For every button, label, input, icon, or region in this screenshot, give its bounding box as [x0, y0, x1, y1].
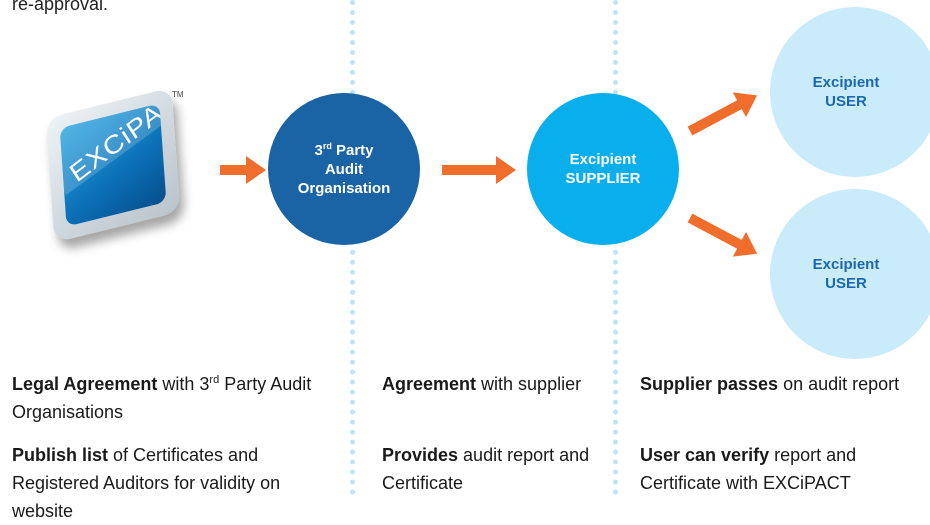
- user1-line1: Excipient: [812, 74, 880, 91]
- user2-line2: USER: [825, 275, 867, 292]
- supplier-line2: SUPPLIER: [565, 170, 641, 187]
- excipient-user-label-1: Excipient USER: [813, 73, 880, 111]
- organisation-word: Organisation: [297, 179, 391, 197]
- left-p2-text: of Certificates and Registered Auditors …: [12, 445, 281, 521]
- middle-column-paragraph-1: Agreement with supplier: [382, 370, 582, 398]
- user2-line1: Excipient: [812, 256, 880, 273]
- arrow-supplier-to-user1: [687, 99, 744, 136]
- excipient-user-node-2: Excipient USER: [770, 189, 930, 359]
- arrow-audit-to-supplier: [442, 156, 516, 184]
- audit-word: Audit: [324, 160, 364, 178]
- right-p1-text: on audit report: [778, 374, 900, 394]
- right-p1-bold: Supplier passes: [640, 374, 779, 394]
- excipient-user-label-2: Excipient USER: [813, 255, 880, 293]
- middle-p2-bold: Provides: [382, 445, 459, 465]
- left-p1-bold: Legal Agreement: [12, 374, 158, 394]
- audit-party-word: Party: [335, 141, 374, 159]
- middle-column-paragraph-2: Provides audit report and Certificate: [382, 441, 597, 497]
- right-column-paragraph-1: Supplier passes on audit report: [640, 370, 900, 398]
- right-column-paragraph-2: User can verify report and Certificate w…: [640, 441, 920, 497]
- user1-line2: USER: [825, 93, 867, 110]
- excipient-supplier-label: Excipient SUPPLIER: [565, 150, 640, 188]
- column-separator-left: [350, 0, 355, 495]
- arrow-logo-to-audit: [220, 156, 266, 184]
- middle-p2-text: audit report and Certificate: [382, 445, 590, 493]
- intro-text-fragment: re-approval.: [12, 0, 109, 14]
- left-column-paragraph-1: Legal Agreement with 3rd Party Audit Org…: [12, 370, 332, 426]
- logo-inner-panel: EXCiPACT: [59, 103, 167, 227]
- excipact-logo: EXCiPACT TM: [30, 87, 200, 243]
- middle-p1-bold: Agreement: [382, 374, 477, 394]
- left-p1-text-b: Party Audit Organisations: [12, 374, 312, 422]
- audit-organisation-node: 3rd Party Audit Organisation: [268, 93, 420, 245]
- trademark-mark: TM: [172, 90, 184, 99]
- audit-ordinal-suffix: rd: [322, 140, 332, 151]
- right-p2-bold: User can verify: [640, 445, 770, 465]
- column-separator-right: [613, 0, 618, 495]
- excipient-supplier-node: Excipient SUPPLIER: [527, 93, 679, 245]
- left-p1-sup: rd: [209, 374, 220, 386]
- excipient-user-node-1: Excipient USER: [770, 7, 930, 177]
- middle-p1-text: with supplier: [476, 374, 582, 394]
- supplier-line1: Excipient: [569, 151, 637, 168]
- audit-ordinal: 3: [314, 141, 323, 159]
- arrow-supplier-to-user2: [687, 213, 744, 250]
- left-p1-text-a: with 3: [157, 374, 210, 394]
- logo-tile: EXCiPACT: [45, 87, 181, 243]
- audit-organisation-label: 3rd Party Audit Organisation: [298, 141, 391, 198]
- right-p2-text: report and Certificate with EXCiPACT: [640, 445, 857, 493]
- left-column-paragraph-2: Publish list of Certificates and Registe…: [12, 441, 317, 525]
- left-p2-bold: Publish list: [12, 445, 109, 465]
